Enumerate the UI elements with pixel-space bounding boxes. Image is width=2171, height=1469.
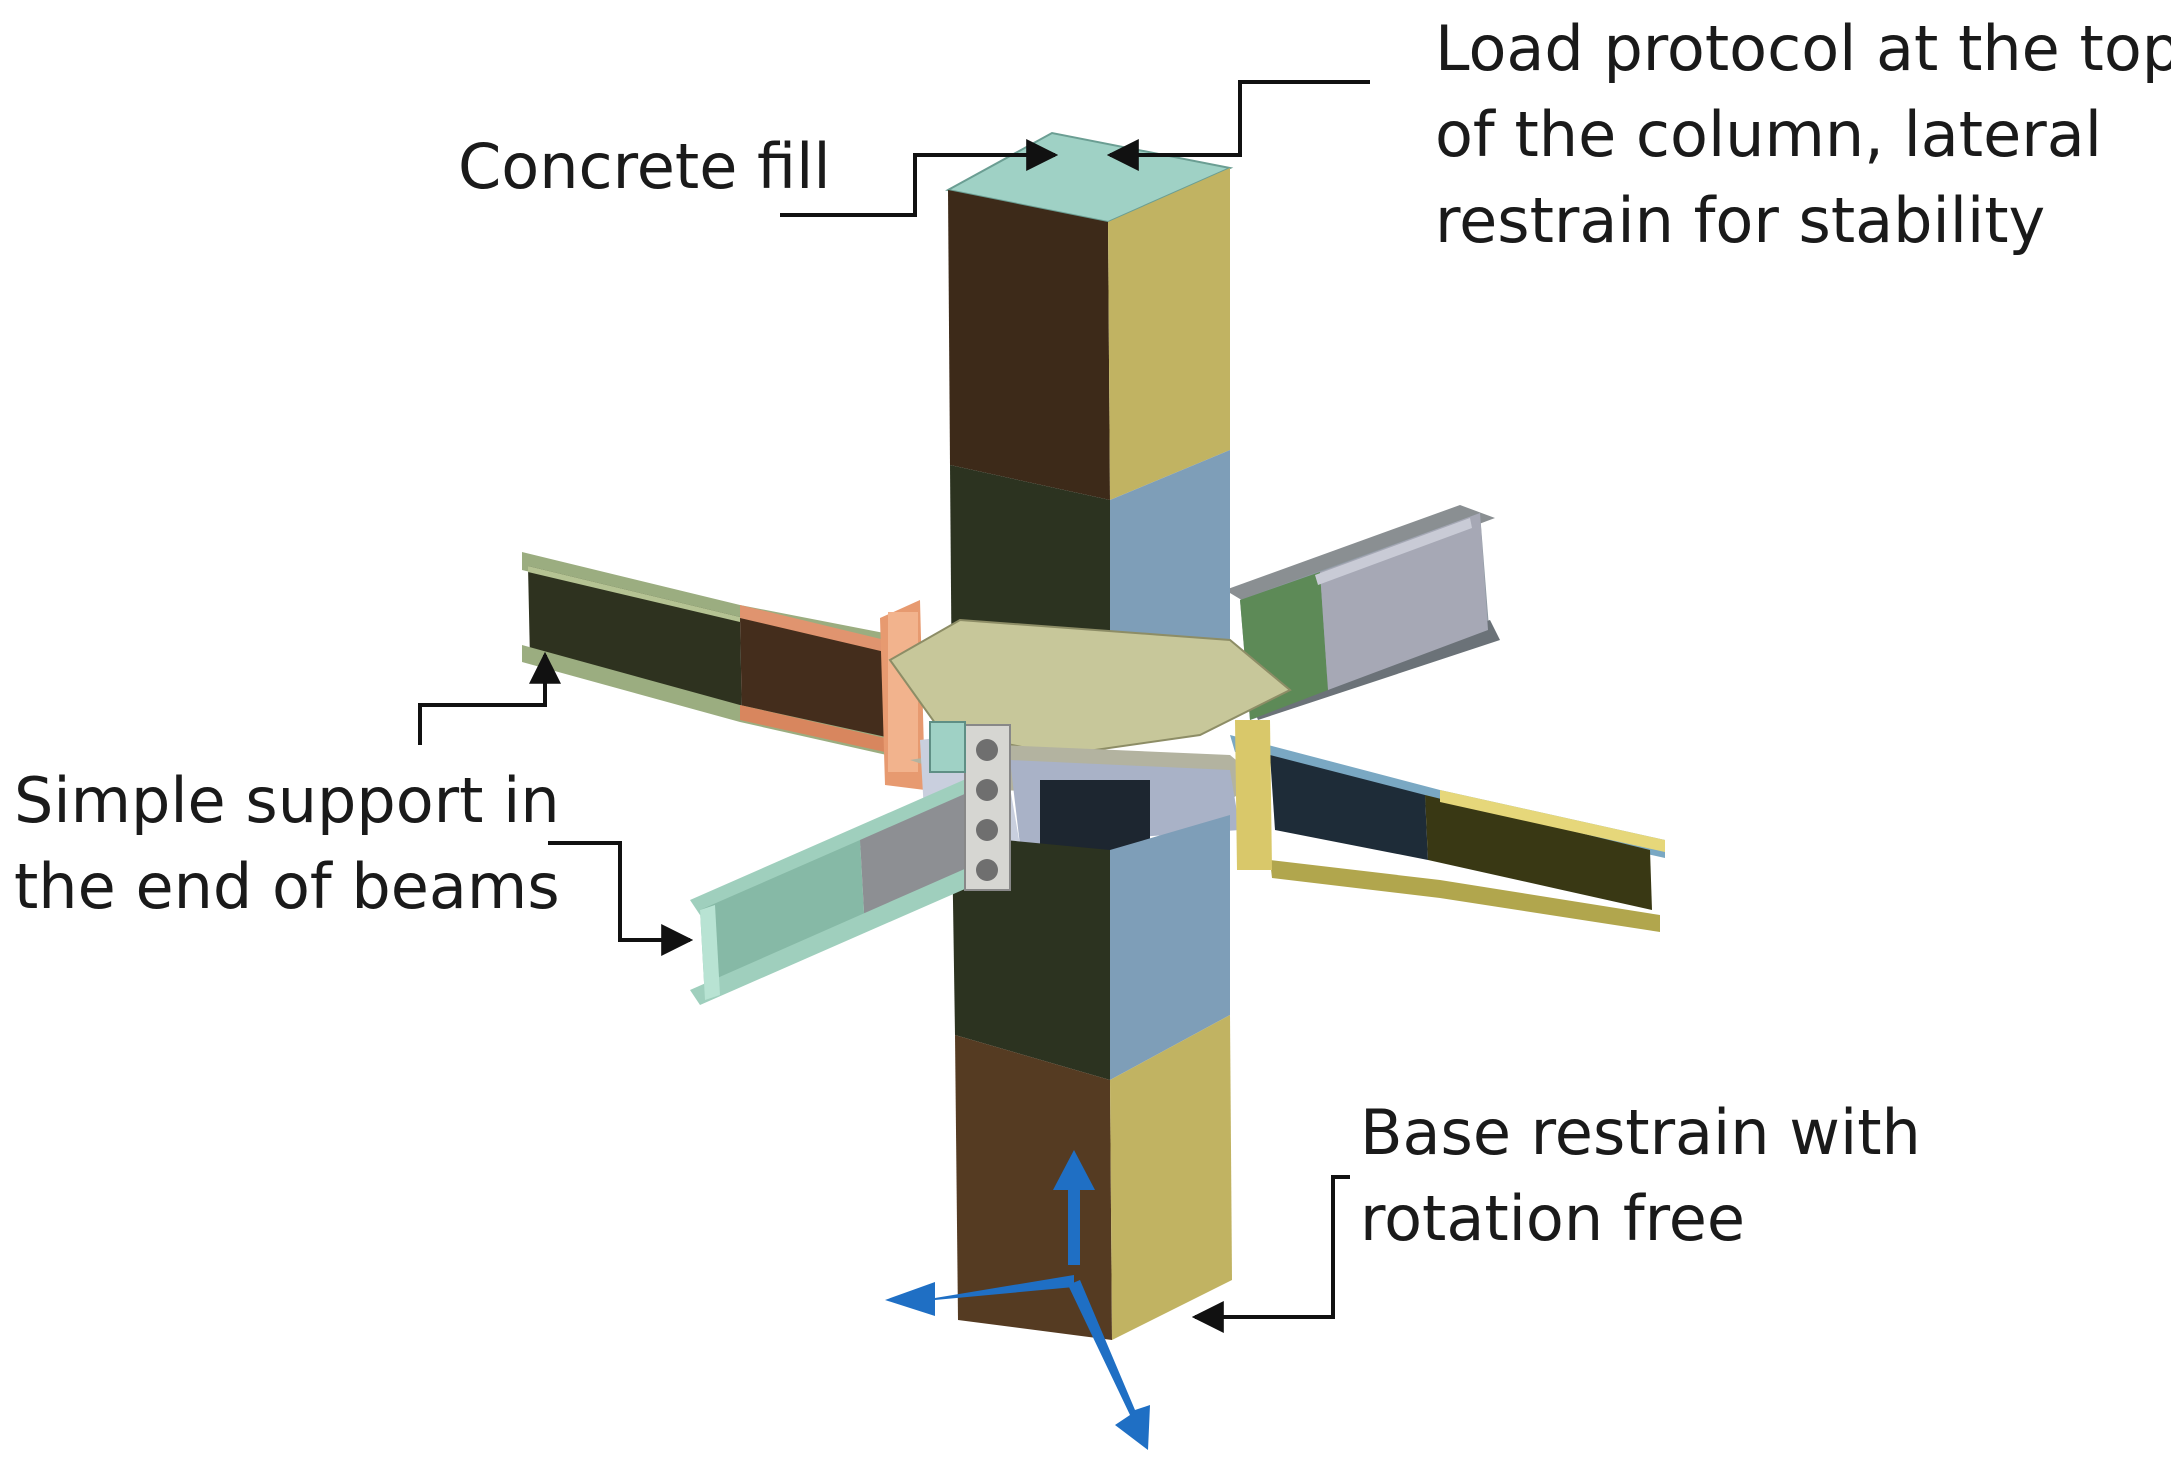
simple-support-line-2: the end of beams (14, 850, 560, 923)
beam-front-left (690, 775, 990, 1005)
bolted-shear-tab (929, 721, 1011, 891)
base-restrain-leader (1191, 1175, 1350, 1333)
bolt-3 (976, 819, 998, 841)
base-restrain-line-1: Base restrain with (1360, 1096, 1921, 1169)
concrete-fill-label: Concrete fill (458, 124, 831, 210)
leader-lines (418, 80, 1370, 1333)
bolt-2 (976, 779, 998, 801)
load-protocol-line-3: restrain for stability (1435, 184, 2046, 257)
load-protocol-leader (1106, 80, 1370, 171)
column-lower (952, 815, 1232, 1340)
load-protocol-label: Load protocol at the top of the column, … (1435, 6, 2171, 264)
load-protocol-line-2: of the column, lateral (1435, 98, 2102, 171)
bolt-1 (976, 739, 998, 761)
simple-support-leader-lower (548, 841, 694, 956)
concrete-fill-leader (780, 139, 1059, 217)
simple-support-label: Simple support in the end of beams (14, 758, 560, 930)
beam-left (522, 552, 925, 790)
bolt-4 (976, 859, 998, 881)
base-restrain-label: Base restrain with rotation free (1360, 1090, 1921, 1262)
simple-support-line-1: Simple support in (14, 764, 560, 837)
simple-support-leader-upper (418, 651, 561, 745)
load-protocol-line-1: Load protocol at the top (1435, 12, 2171, 85)
beam-front-right (1230, 720, 1665, 932)
concrete-fill-text: Concrete fill (458, 130, 831, 203)
beam-back-right (1225, 505, 1500, 720)
base-restrain-line-2: rotation free (1360, 1182, 1746, 1255)
base-restraint-arrows (885, 1150, 1150, 1450)
